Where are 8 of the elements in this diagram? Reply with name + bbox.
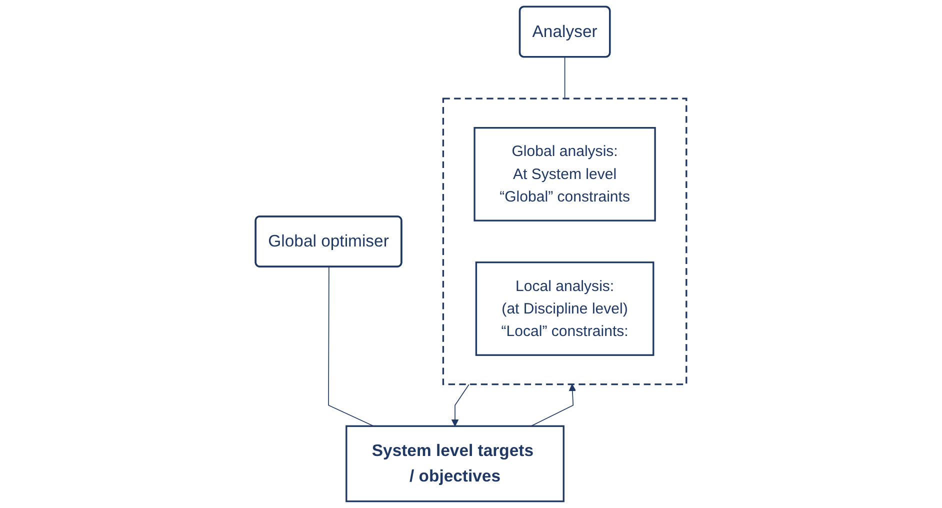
node-box: Global analysis: At System level “Global” constraints [474,127,656,222]
cluster [442,98,688,386]
node-box: Local analysis: (at Discipline level) “Local” constraints: [475,262,654,356]
arrow [451,384,470,426]
node-box: System level targets / objectives [346,425,564,502]
connector [564,56,566,99]
connector [328,266,374,427]
arrow [530,384,576,427]
